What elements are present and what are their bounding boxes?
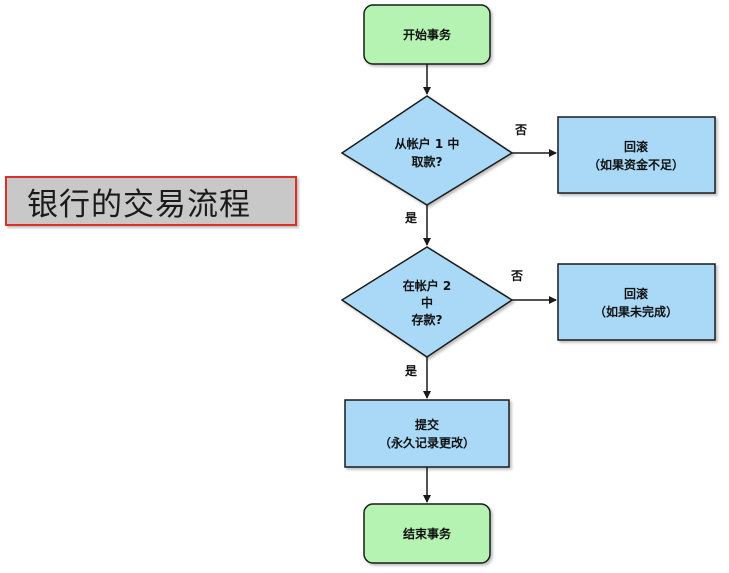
decision2-no-label: 否: [510, 269, 523, 283]
commit-label-line1: 提交: [415, 417, 439, 432]
rollback2-label-line1: 回滚: [624, 286, 649, 301]
commit-node: [344, 399, 510, 468]
decision1-label-line2: 取款?: [412, 154, 443, 169]
page-title: 银行的交易流程: [5, 176, 297, 226]
decision2-yes-label: 是: [404, 364, 418, 378]
start-node-label: 开始事务: [403, 27, 452, 42]
end-node-label: 结束事务: [403, 526, 452, 541]
decision1-yes-label: 是: [404, 211, 418, 225]
decision2-node: [340, 246, 514, 358]
rollback1-node: [557, 116, 716, 194]
decision1-node: [340, 95, 514, 206]
rollback1-label-line2: （如果资金不足）: [588, 157, 684, 172]
decision1-no-label: 否: [514, 123, 527, 137]
commit-label-line2: （永久记录更改）: [379, 435, 475, 450]
end-node: [363, 503, 491, 564]
decision1-label-line1: 从帐户 1 中: [395, 136, 460, 151]
rollback2-label-line2: （如果未完成）: [594, 304, 678, 319]
rollback1-label-line1: 回滚: [624, 139, 649, 154]
decision2-label-line3: 存款?: [411, 312, 443, 327]
start-node: [363, 4, 491, 65]
rollback2-node: [557, 263, 716, 341]
decision2-label-line1: 在帐户 2: [403, 278, 452, 293]
decision2-label-line2: 中: [421, 295, 433, 310]
